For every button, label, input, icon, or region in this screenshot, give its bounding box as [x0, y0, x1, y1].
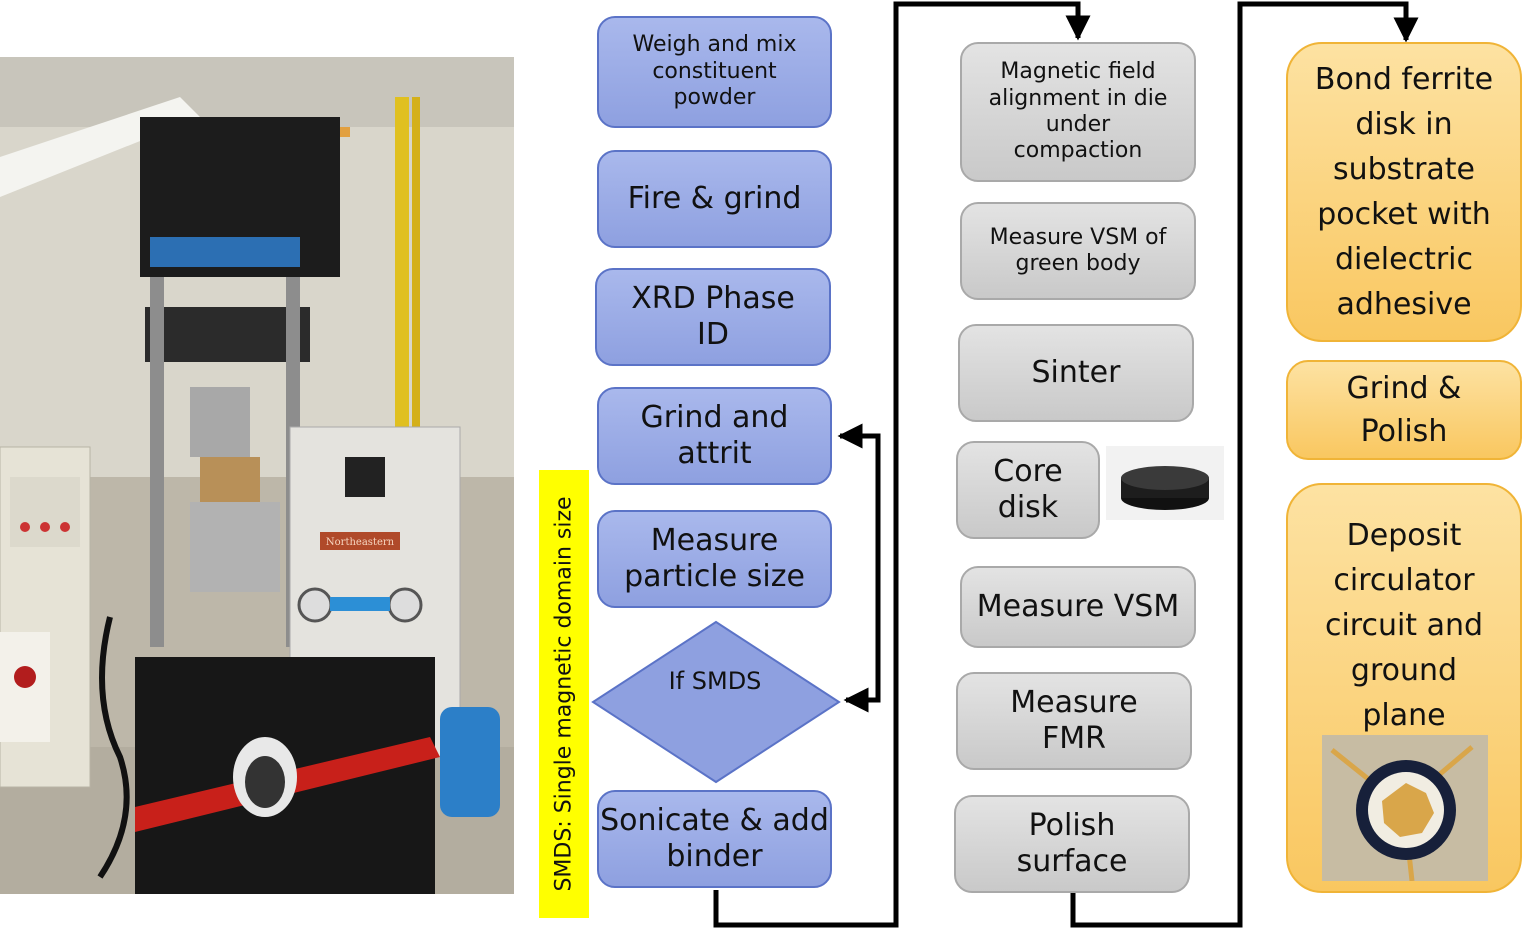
- smds-definition-label: SMDS: Single magnetic domain size: [539, 470, 589, 918]
- loop-arrow-to-grind: [837, 423, 881, 703]
- step-grind-polish: Grind & Polish: [1286, 360, 1522, 460]
- brand-plate-text: Northeastern: [326, 537, 395, 548]
- step-weigh-mix: Weigh and mix constituent powder: [597, 16, 832, 128]
- step-core-disk: Core disk: [956, 441, 1100, 539]
- circulator-circuit-photo: [1322, 735, 1488, 881]
- step-xrd-phase-id: XRD Phase ID: [595, 268, 831, 366]
- step-grind-attrit: Grind and attrit: [597, 387, 832, 485]
- step-measure-vsm-green: Measure VSM of green body: [960, 202, 1196, 300]
- connector-col2-to-col3: [1070, 1, 1419, 928]
- step-polish-surface: Polish surface: [954, 795, 1190, 893]
- step-sonicate-binder: Sonicate & add binder: [597, 790, 832, 888]
- connector-col1-to-col2: [713, 1, 1091, 928]
- step-bond-ferrite-disk: Bond ferrite disk in substrate pocket wi…: [1286, 42, 1522, 342]
- step-measure-fmr: Measure FMR: [956, 672, 1192, 770]
- step-sinter: Sinter: [958, 324, 1194, 422]
- hydraulic-press-photo: Northeastern: [0, 57, 514, 894]
- step-magnetic-alignment: Magnetic field alignment in die under co…: [960, 42, 1196, 182]
- decision-diamond: [591, 620, 841, 784]
- step-fire-grind: Fire & grind: [597, 150, 832, 248]
- core-disk-photo: [1106, 446, 1224, 520]
- step-measure-vsm: Measure VSM: [960, 566, 1196, 648]
- decision-if-smds: If SMDS: [668, 667, 762, 695]
- step-measure-particle-size: Measure particle size: [597, 510, 832, 608]
